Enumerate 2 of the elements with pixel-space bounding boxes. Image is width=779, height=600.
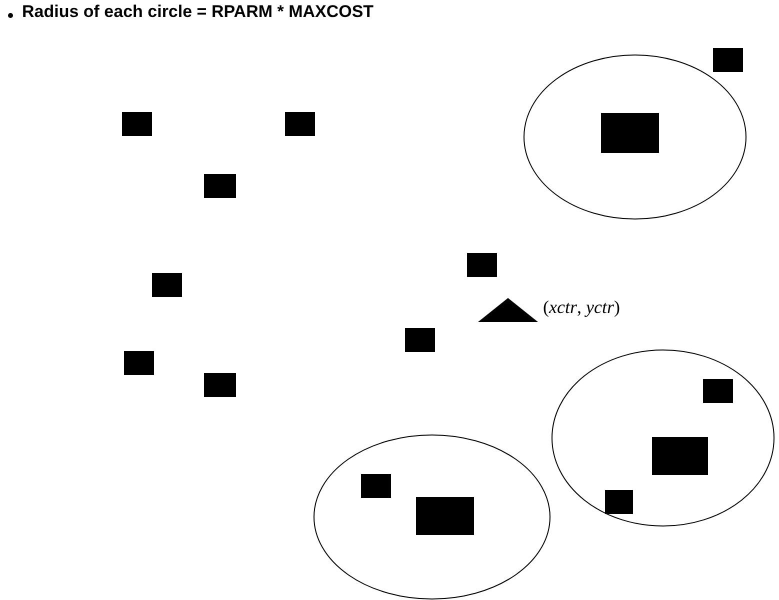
coordinate-label: (xctr, yctr) [543, 297, 620, 318]
title: Radius of each circle = RPARM * MAXCOST [22, 2, 374, 22]
